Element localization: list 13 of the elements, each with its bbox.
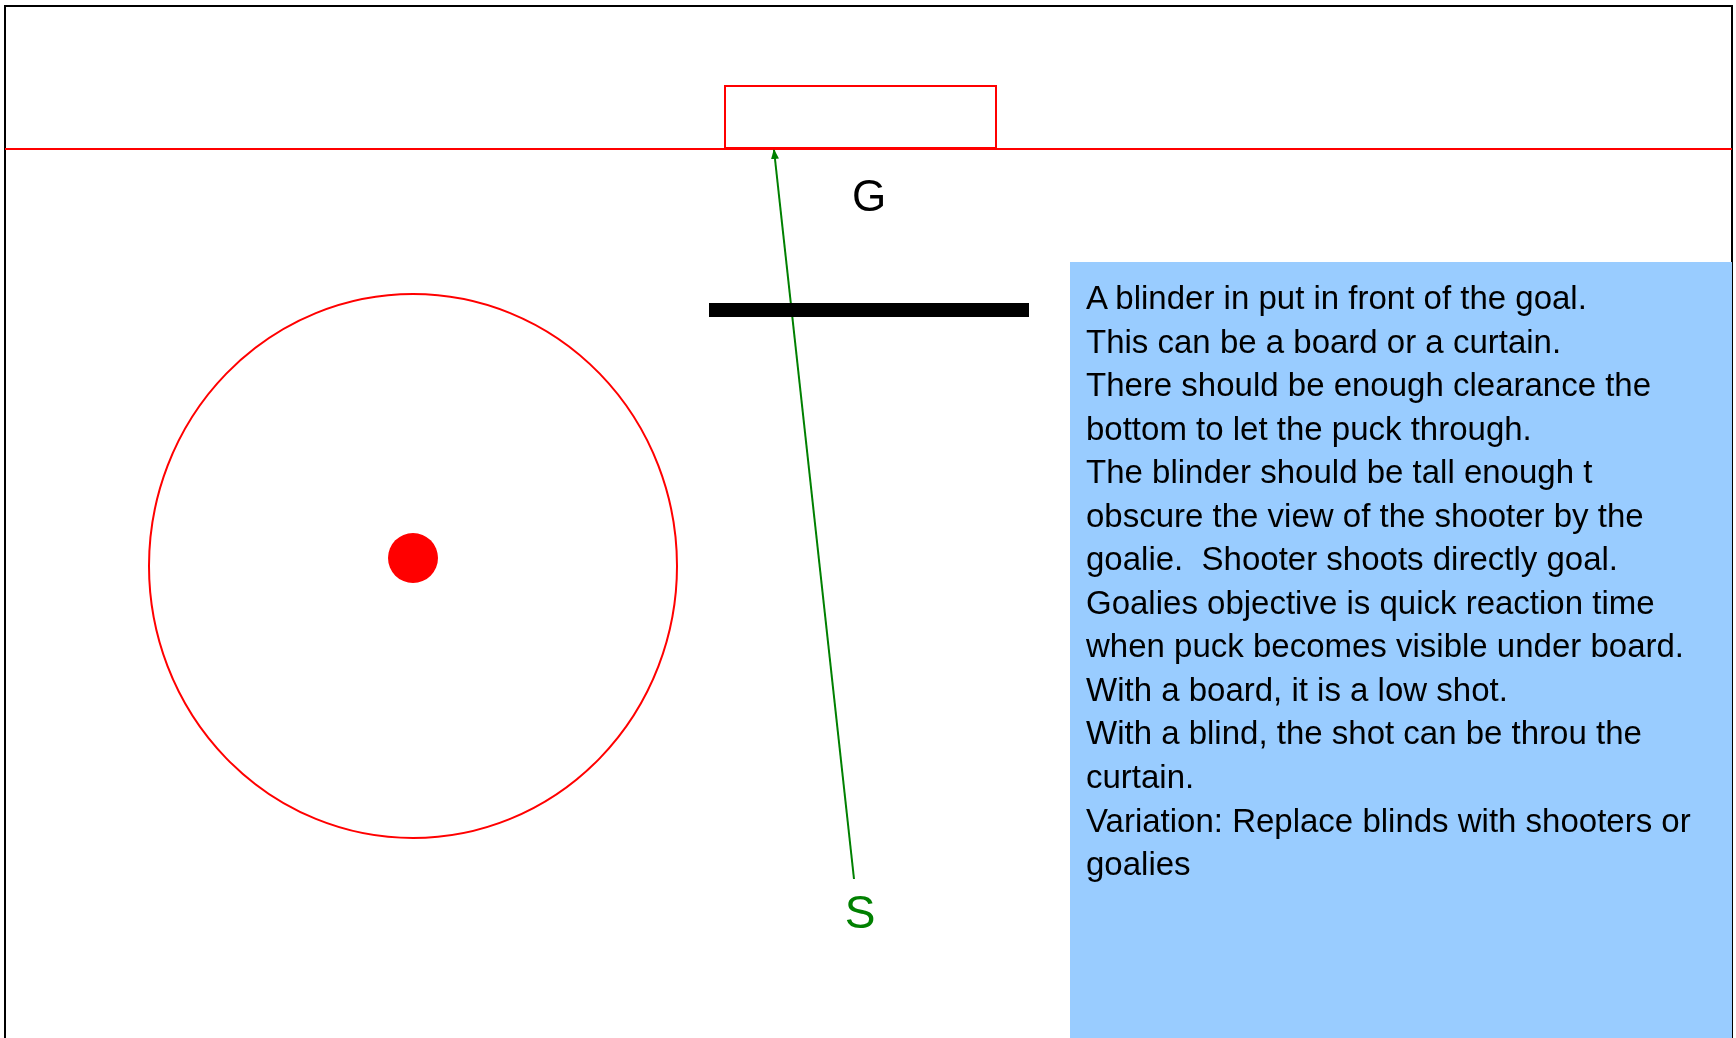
goalie-label: G [852,174,887,218]
note-text: There should be enough clearance the bottom to let the puck through. [1086,365,1653,449]
note-text: This can be a board or a curtain. [1086,321,1563,362]
note-text: With a blind, the shot can be throu the curtain. [1086,713,1643,797]
blinder-bar [709,303,1029,317]
note-text: The blinder should be tall enough t obscure the view of the shooter by the goalie. Shooter shoots directly goal. Goalies objective is quick reaction time when puck becomes visible under board. [1086,452,1685,667]
shot-arrow [771,149,855,880]
goal-box [724,85,997,149]
player-label: S [830,885,890,940]
note-text: With a board, it is a low shot. [1086,669,1509,710]
note-text: A blinder in put in front of the goal. [1086,278,1588,318]
note-box [1070,262,1732,1038]
note-text: Variation: Replace blinds with shooters or goalies [1086,800,1692,885]
